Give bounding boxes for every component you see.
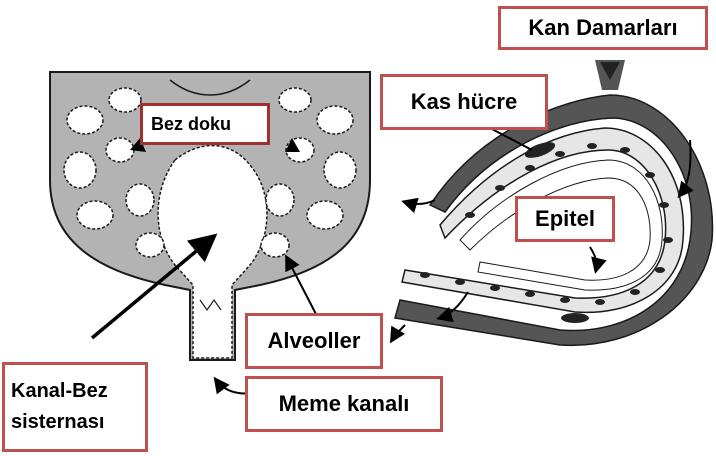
label-meme-kanali-text: Meme kanalı <box>279 391 410 417</box>
label-kanal-bez-line1: Kanal-Bez <box>11 376 108 407</box>
label-epitel-text: Epitel <box>535 206 595 232</box>
label-alveoller: Alveoller <box>245 313 383 369</box>
label-bez-doku: Bez doku <box>140 103 270 145</box>
label-epitel: Epitel <box>515 196 615 242</box>
label-kanal-bez-line2: sisternası <box>11 407 104 438</box>
label-kan-damarlari-text: Kan Damarları <box>528 15 677 41</box>
label-kanal-bez-sisternasi: Kanal-Bez sisternası <box>2 362 148 452</box>
label-meme-kanali: Meme kanalı <box>245 376 443 432</box>
label-bez-doku-text: Bez doku <box>151 114 231 135</box>
label-kan-damarlari: Kan Damarları <box>498 6 708 50</box>
label-kas-hucre: Kas hücre <box>380 74 548 130</box>
label-alveoller-text: Alveoller <box>268 328 361 354</box>
label-kas-hucre-text: Kas hücre <box>411 89 517 115</box>
